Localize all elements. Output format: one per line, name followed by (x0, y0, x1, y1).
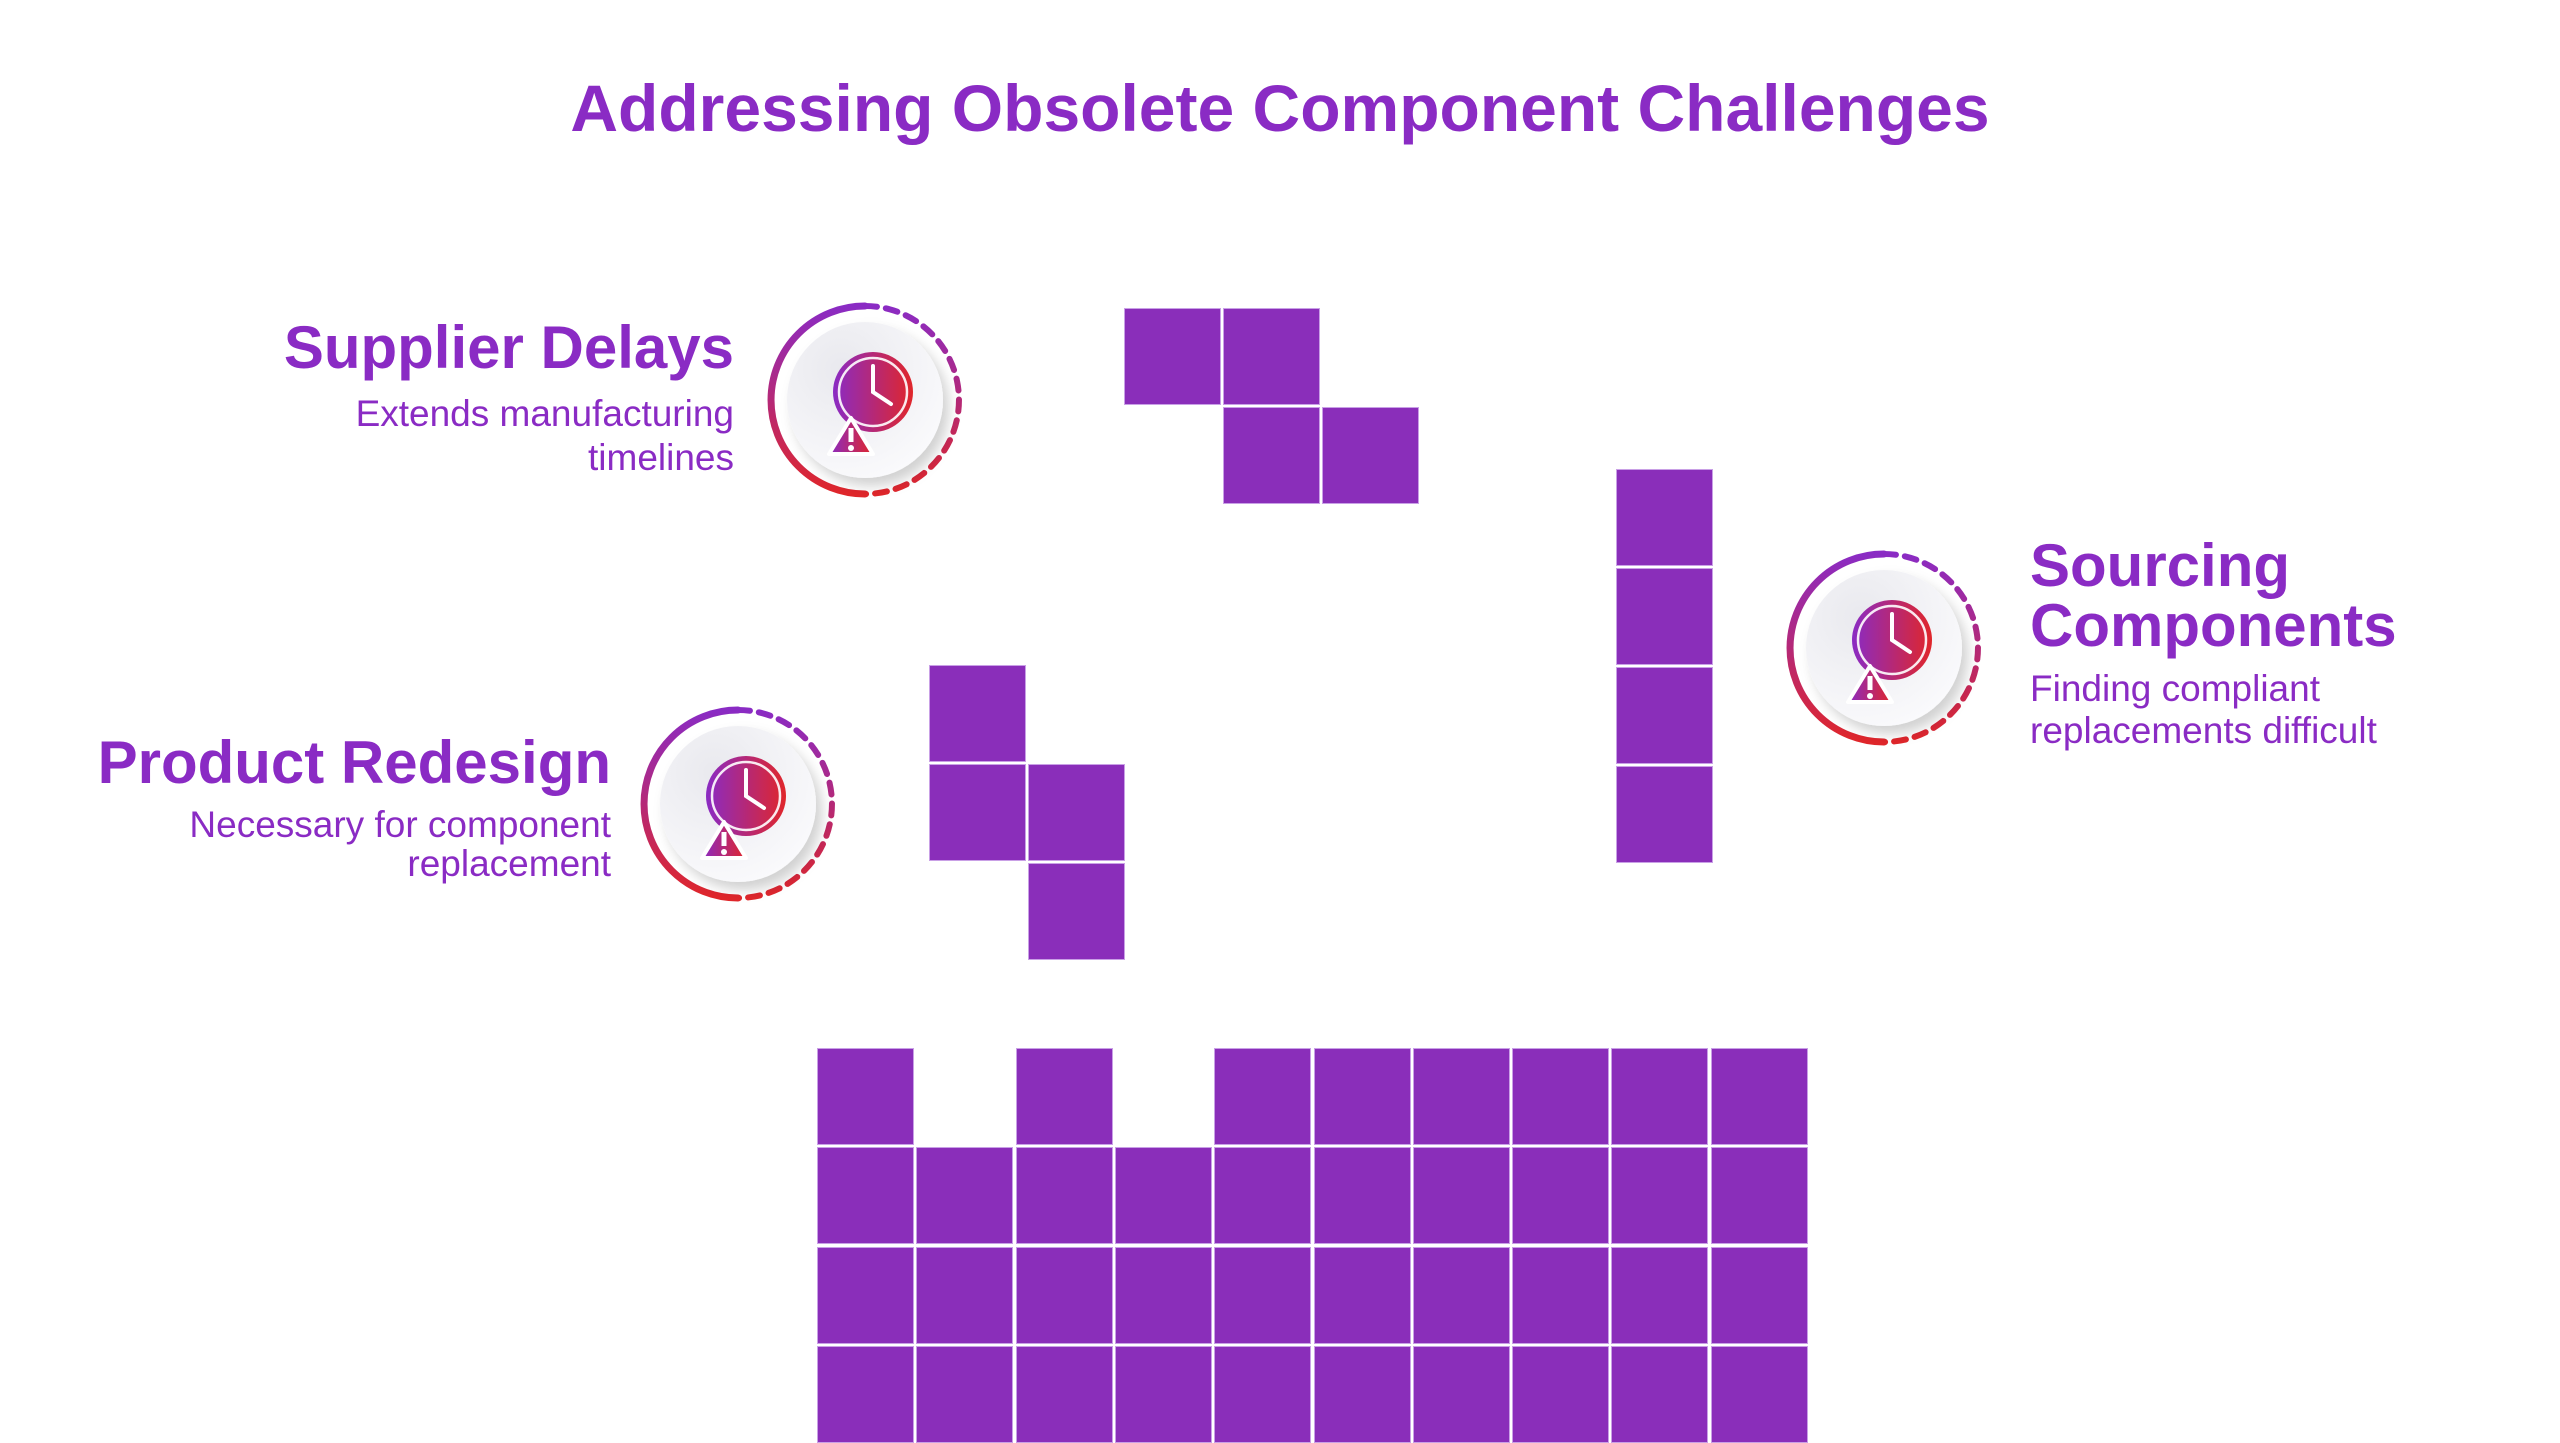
stack-block (1711, 1048, 1808, 1145)
stack-block (1314, 1048, 1411, 1145)
supplier-delays-heading: Supplier Delays (283, 314, 734, 381)
supplier-delays-desc-line2: timelines (588, 437, 734, 478)
stack-block (817, 1346, 914, 1443)
sourcing-components-heading-line2: Components (2030, 592, 2397, 659)
s-piece-block (929, 764, 1026, 861)
s-piece-block (1028, 863, 1125, 960)
stack-block (1115, 1346, 1212, 1443)
sourcing-components-heading-line1: Sourcing (2030, 532, 2291, 599)
z-piece-block (1322, 407, 1419, 504)
stack-block (1512, 1247, 1609, 1344)
stack-block (817, 1247, 914, 1344)
s-piece-block (1028, 764, 1125, 861)
z-piece-block (1223, 407, 1320, 504)
i-piece-block (1616, 568, 1713, 665)
stack-block (1611, 1048, 1708, 1145)
stack-block (1314, 1247, 1411, 1344)
stack-block (1016, 1247, 1113, 1344)
stack-block (916, 1346, 1013, 1443)
z-piece-block (1124, 308, 1221, 405)
stack-block (1115, 1147, 1212, 1244)
stack-block (1512, 1048, 1609, 1145)
stack-block (1314, 1346, 1411, 1443)
stack-block (916, 1147, 1013, 1244)
stack-block (916, 1247, 1013, 1344)
product-redesign-desc-line1: Necessary for component (189, 804, 611, 845)
product-redesign-desc-line2: replacement (407, 843, 611, 884)
stack-block (1711, 1147, 1808, 1244)
stack-block (1611, 1147, 1708, 1244)
stack-block (1413, 1247, 1510, 1344)
stack-block (1016, 1346, 1113, 1443)
stack-block (1611, 1247, 1708, 1344)
product-redesign-label: Product Redesign Necessary for component… (97, 729, 611, 884)
stack-block (1115, 1247, 1212, 1344)
clock-warning-icon (1784, 548, 1984, 748)
stack-block (1611, 1346, 1708, 1443)
sourcing-components-desc-line2: replacements difficult (2030, 710, 2377, 751)
i-piece-block (1616, 766, 1713, 863)
stack-block (1214, 1346, 1311, 1443)
i-piece-block (1616, 667, 1713, 764)
stack-block (817, 1147, 914, 1244)
stack-block (1214, 1048, 1311, 1145)
stack-block (1711, 1346, 1808, 1443)
i-piece-block (1616, 469, 1713, 566)
stack-block (1314, 1147, 1411, 1244)
stack-block (1512, 1147, 1609, 1244)
stack-block (1016, 1048, 1113, 1145)
stack-block (1413, 1346, 1510, 1443)
z-piece-block (1223, 308, 1320, 405)
clock-warning-icon (638, 704, 838, 904)
stack-block (1711, 1247, 1808, 1344)
product-redesign-heading: Product Redesign (97, 729, 611, 796)
clock-warning-icon (765, 300, 965, 500)
stack-block (1214, 1147, 1311, 1244)
sourcing-components-desc-line1: Finding compliant (2030, 668, 2320, 709)
page-title: Addressing Obsolete Component Challenges (570, 71, 1990, 145)
s-piece-block (929, 665, 1026, 762)
stack-block (1214, 1247, 1311, 1344)
stack-block (1512, 1346, 1609, 1443)
stack-block (1016, 1147, 1113, 1244)
stack-block (817, 1048, 914, 1145)
stack-block (1413, 1147, 1510, 1244)
stack-block (1413, 1048, 1510, 1145)
supplier-delays-desc-line1: Extends manufacturing (355, 393, 734, 434)
